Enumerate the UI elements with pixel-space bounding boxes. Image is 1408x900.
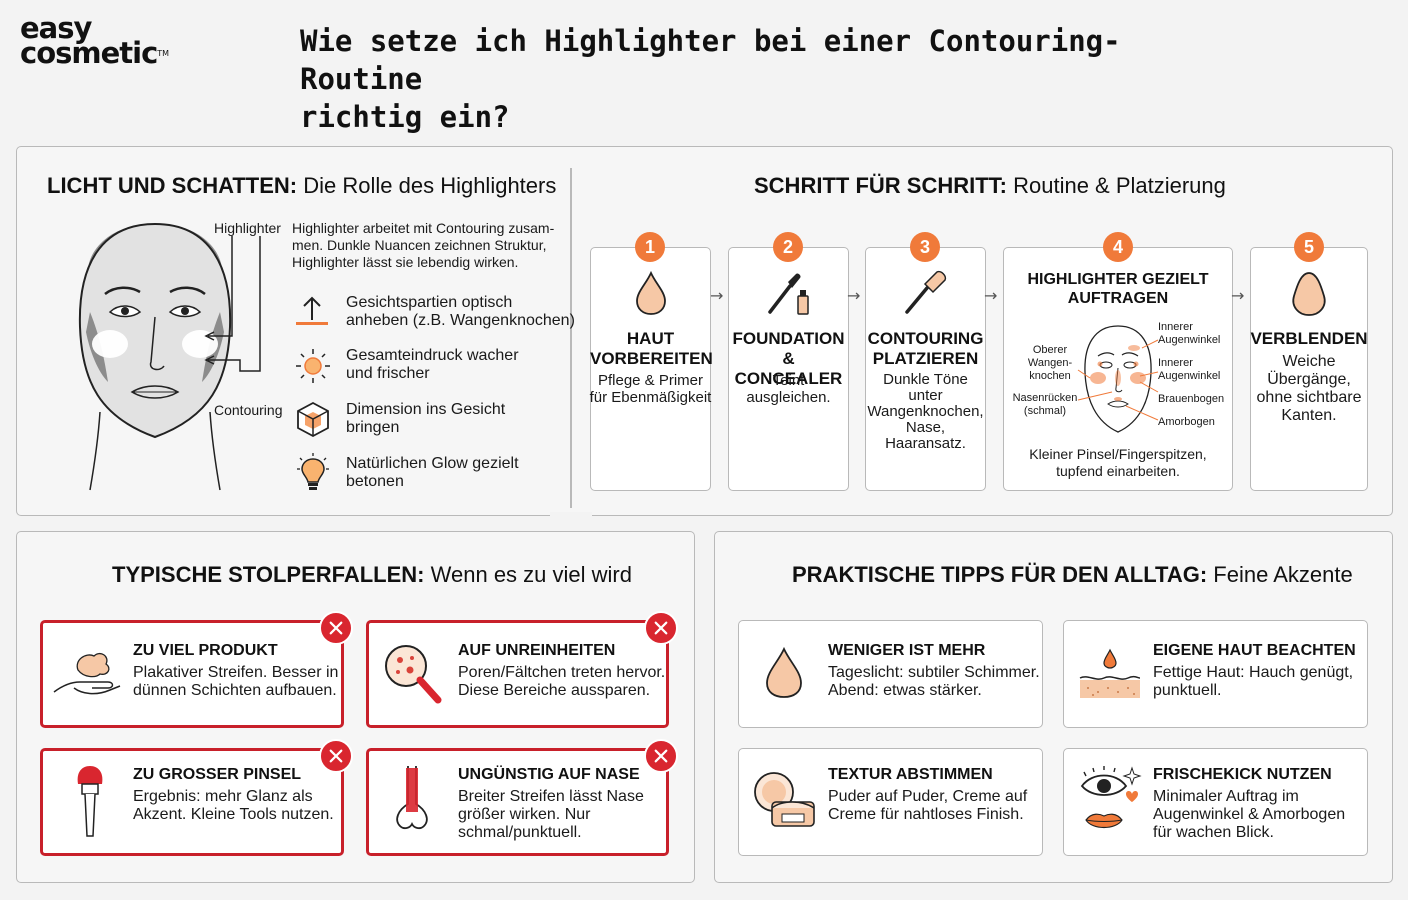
contour-brush-icon — [905, 270, 947, 314]
magnifier-icon — [385, 645, 442, 704]
eye-lips-icon — [1080, 766, 1142, 829]
cube-icon — [297, 401, 329, 438]
error-x-icon — [644, 739, 678, 773]
drop-icon — [766, 646, 802, 698]
pitfall-title-2: AUF UNREINHEITEN — [458, 642, 616, 659]
tip-title-3: TEXTUR ABSTIMMEN — [828, 766, 993, 783]
tip-card-2 — [1063, 620, 1368, 728]
stolper-section-title: TYPISCHE STOLPERFALLEN: Wenn es zu viel … — [112, 562, 632, 587]
step-title-5: VERBLENDEN — [1250, 329, 1368, 348]
label-brauenbogen: Brauenbogen — [1158, 393, 1225, 405]
face-label-connectors — [204, 236, 261, 372]
error-x-icon — [319, 739, 353, 773]
skin-layer-icon — [1079, 648, 1141, 698]
tip-title-4: FRISCHEKICK NUTZEN — [1153, 766, 1332, 783]
licht-section-title: LICHT UND SCHATTEN: Die Rolle des Highli… — [47, 173, 557, 198]
step-number-4: 4 — [1103, 232, 1133, 262]
label-contouring: Contouring — [214, 402, 283, 418]
page-title-line-2: richtig ein? — [300, 100, 510, 134]
licht-intro: Highlighter arbeitet mit Contouring zusa… — [292, 220, 555, 270]
face-contour-illustration — [78, 222, 232, 491]
tip-title-1: WENIGER IST MEHR — [828, 642, 986, 659]
pitfall-desc-2: Poren/Fältchen treten hervor.Diese Berei… — [458, 664, 666, 699]
logo-tm: TM — [157, 49, 170, 58]
step-arrow-2: → — [847, 286, 861, 305]
hand-cream-icon — [53, 652, 121, 695]
label-highlighter: Highlighter — [214, 220, 281, 236]
error-x-icon — [319, 611, 353, 645]
step-number-1: 1 — [635, 232, 665, 262]
schritt-section-title: SCHRITT FÜR SCHRITT: Routine & Platzieru… — [754, 173, 1226, 198]
label-nasenruecken: Nasenrücken(schmal) — [1012, 392, 1078, 417]
drop-icon — [636, 270, 666, 315]
step-arrow-1: → — [710, 286, 724, 305]
tip-title-2: EIGENE HAUT BEACHTEN — [1153, 642, 1356, 659]
lift-arrow-icon — [296, 296, 328, 325]
glow-bulb-icon — [297, 453, 329, 490]
logo-line-2: cosmeticTM — [20, 36, 170, 70]
pitfall-title-1: ZU VIEL PRODUKT — [133, 642, 278, 659]
step4-label-lines — [1077, 339, 1159, 421]
step-number-5: 5 — [1294, 232, 1324, 262]
step-number-3: 3 — [910, 232, 940, 262]
step-arrow-4: → — [1231, 286, 1245, 305]
tip-desc-2: Fettige Haut: Hauch genügt,punktuell. — [1153, 664, 1354, 699]
page-title: Wie setze ich Highlighter bei einer Cont… — [300, 22, 1200, 136]
page-title-line-1: Wie setze ich Highlighter bei einer Cont… — [300, 24, 1121, 96]
step-desc-4: Kleiner Pinsel/Fingerspitzen,tupfend ein… — [1029, 446, 1207, 479]
tip-desc-1: Tageslicht: subtiler Schimmer.Abend: etw… — [828, 664, 1040, 699]
pitfall-title-3: ZU GROSSER PINSEL — [133, 766, 302, 783]
tipps-section-title: PRAKTISCHE TIPPS FÜR DEN ALLTAG: Feine A… — [792, 562, 1353, 587]
top-panel-gap — [550, 512, 592, 518]
brand-logo: easy cosmeticTM — [20, 11, 170, 70]
step-number-2: 2 — [773, 232, 803, 262]
sponge-icon — [1292, 272, 1326, 316]
nose-icon — [396, 766, 428, 830]
sun-icon — [296, 349, 330, 383]
highlight-placement-face — [1084, 325, 1152, 433]
big-brush-icon — [77, 766, 103, 837]
step-arrow-3: → — [984, 286, 998, 305]
pitfall-title-4: UNGÜNSTIG AUF NASE — [458, 766, 640, 783]
label-amorbogen: Amorbogen — [1158, 416, 1215, 428]
logo-line-1: easy — [20, 11, 92, 45]
compact-jar-icon — [754, 772, 815, 827]
error-x-icon — [644, 611, 678, 645]
tip-card-4 — [1063, 748, 1368, 856]
foundation-brush-icon — [768, 273, 809, 315]
top-panel-divider — [570, 168, 572, 508]
step-title-2: FOUNDATION& CONCEALER — [732, 329, 845, 388]
